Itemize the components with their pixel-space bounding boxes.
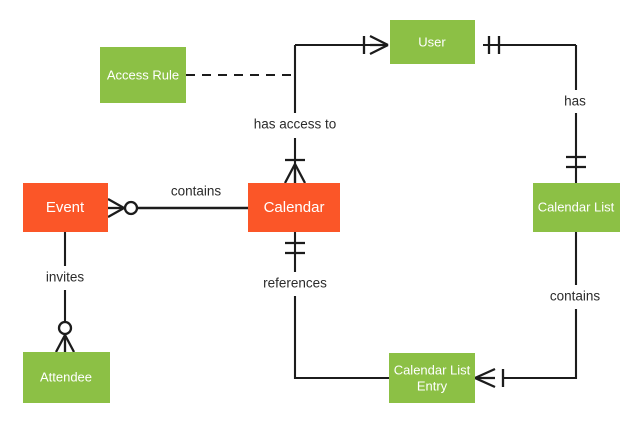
entity-calendar-label: Calendar [264,199,325,216]
entity-event-label: Event [46,199,85,216]
entity-access-rule[interactable]: Access Rule [100,47,186,103]
entity-event[interactable]: Event [23,183,108,232]
entity-calendar-list-entry[interactable]: Calendar List Entry [389,353,475,403]
entity-user[interactable]: User [390,20,475,64]
entity-access-rule-label: Access Rule [107,67,179,82]
entity-calendar-list-box[interactable] [533,183,620,232]
crowfoot-right [293,163,307,184]
crowfoot-right [63,334,76,353]
entity-calendar-list-entry-label-line2: Entry [417,378,448,393]
entity-event-box[interactable] [23,183,108,232]
crowfoot-upper [474,367,496,380]
relationship-label-references: references [263,276,327,291]
notation-one-to-many-user [362,34,389,56]
notation-zero-or-many-attendee [54,320,76,353]
notation-one-to-many-calendar [283,158,307,184]
connector-invites [54,232,76,353]
connector-references [285,232,389,380]
relationship-label-contains-list-entry: contains [550,289,601,304]
zero-circle-glyph [123,200,139,216]
connector-has [483,36,586,183]
zero-circle-glyph [57,320,73,336]
relationship-label-invites: invites [46,270,85,285]
crowfoot-left [283,163,297,184]
connector-contains-calendar-event [107,197,248,219]
crowfoot-lower [107,206,125,219]
connector-contains-list-entry [474,232,578,389]
entity-calendar-box[interactable] [248,183,340,232]
references-segment-lower [293,296,389,380]
entity-access-rule-box[interactable] [100,47,186,103]
relationship-label-contains-calendar-event: contains [171,184,222,199]
entity-calendar-list-entry-box[interactable] [389,353,475,403]
crowfoot-upper [369,34,389,47]
entity-calendar-list[interactable]: Calendar List [533,183,620,232]
notation-zero-or-many-event [107,197,139,219]
entity-user-label: User [418,34,446,49]
notation-one-and-only-one-user [487,36,501,54]
entity-attendee-box[interactable] [23,352,110,403]
connector-has-access-to [283,34,389,184]
crowfoot-lower [474,376,496,389]
relationship-label-has-access-to: has access to [254,117,337,132]
entity-calendar-list-label: Calendar List [538,199,615,214]
entity-attendee-label: Attendee [40,369,92,384]
contains-list-segment-lower [503,309,578,380]
notation-one-or-many-calendar-list-entry [474,367,505,389]
entity-calendar[interactable]: Calendar [248,183,340,232]
crowfoot-lower [369,43,389,56]
crowfoot-left [54,334,67,353]
entity-calendar-list-entry-label-line1: Calendar List [394,362,471,377]
notation-one-and-only-one-calendar [285,241,305,255]
notation-one-and-only-one-calendar-list [566,155,586,169]
relationship-label-has: has [564,94,586,109]
crowfoot-upper [107,197,125,210]
entity-attendee[interactable]: Attendee [23,352,110,403]
entity-user-box[interactable] [390,20,475,64]
